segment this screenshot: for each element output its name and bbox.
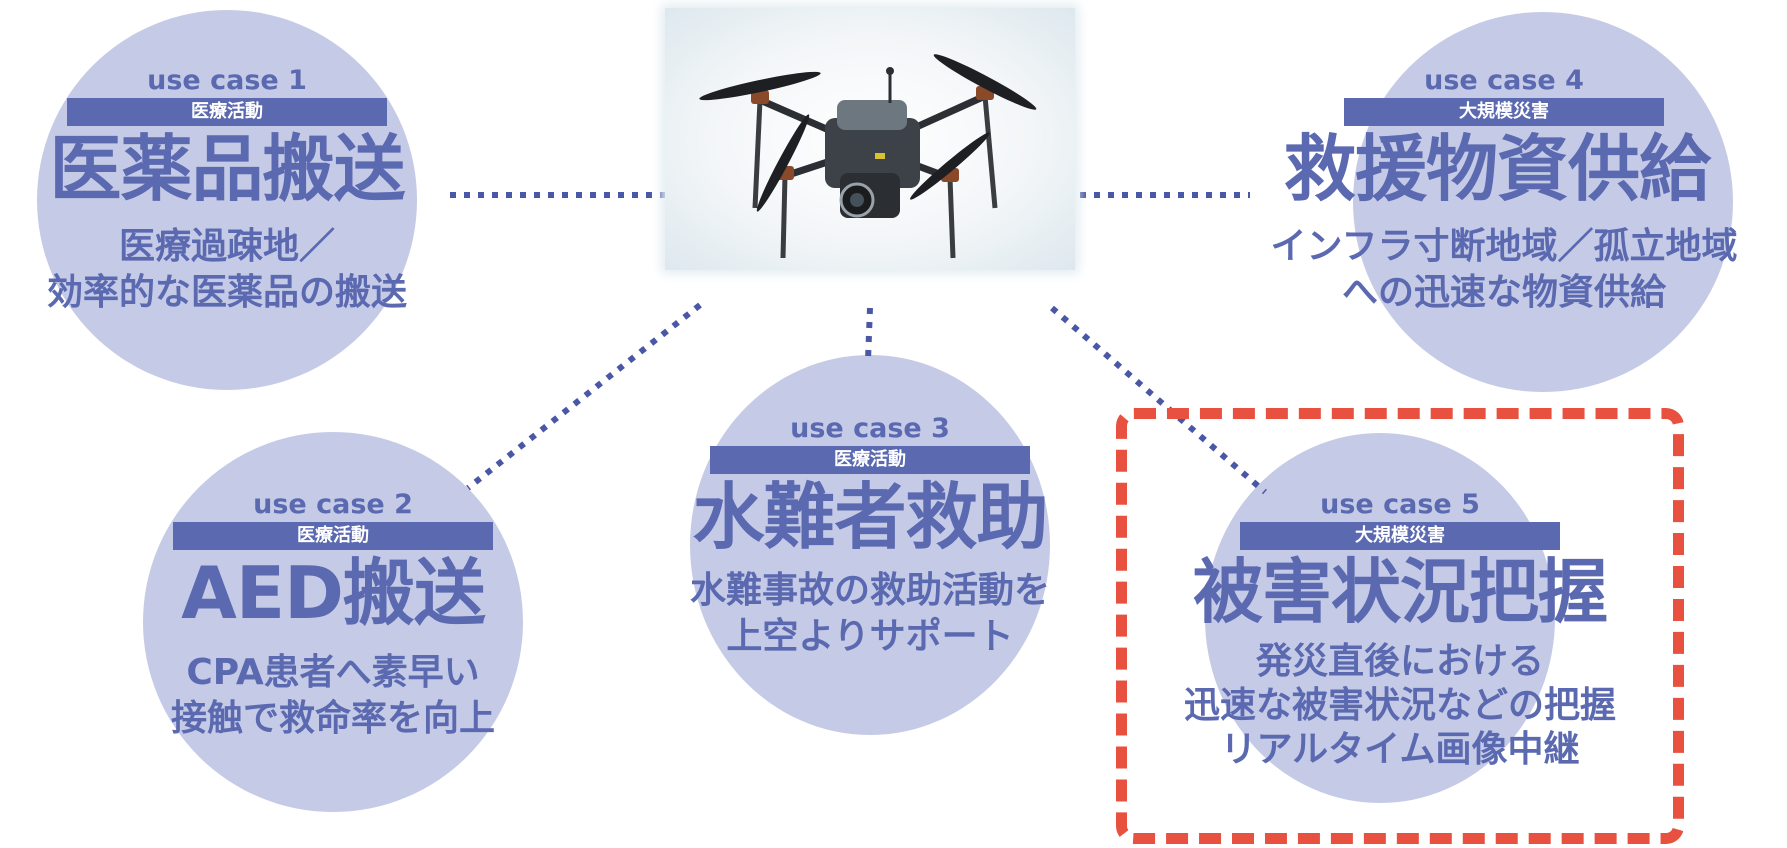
use-case-2: use case 2 医療活動 AED搬送 CPA患者へ素早い 接触で救命率を向… bbox=[113, 490, 553, 742]
category-tag: 大規模災害 bbox=[1344, 98, 1664, 126]
description-line: インフラ寸断地域／孤立地域 bbox=[1270, 226, 1738, 267]
description-line: 上空よりサポート bbox=[726, 616, 1014, 657]
use-case-title: 水難者救助 bbox=[692, 475, 1048, 559]
description-line: 接触で救命率を向上 bbox=[170, 698, 495, 739]
use-case-title: 救援物資供給 bbox=[1283, 127, 1711, 211]
use-case-title: 被害状況把握 bbox=[1193, 551, 1608, 633]
use-case-label: use case 3 bbox=[790, 413, 950, 444]
use-case-label: use case 2 bbox=[253, 489, 413, 520]
description-line: 発災直後における bbox=[1255, 641, 1544, 682]
use-case-5: use case 5 大規模災害 被害状況把握 発災直後における 迅速な被害状況… bbox=[1140, 490, 1660, 772]
category-tag: 大規模災害 bbox=[1240, 522, 1560, 550]
category-tag: 医療活動 bbox=[67, 98, 387, 126]
use-case-description: 発災直後における 迅速な被害状況などの把握 リアルタイム画像中継 bbox=[1140, 640, 1660, 772]
connector-use-case-5 bbox=[1050, 305, 1267, 495]
description-line: 水難事故の救助活動を bbox=[689, 570, 1050, 611]
highlight-frame bbox=[1116, 408, 1684, 844]
use-case-4-circle bbox=[1353, 12, 1733, 392]
use-case-label: use case 4 bbox=[1424, 65, 1584, 96]
drone-icon bbox=[699, 54, 1037, 259]
description-line: リアルタイム画像中継 bbox=[1220, 729, 1580, 770]
connector-use-case-3 bbox=[865, 307, 873, 361]
use-case-label: use case 5 bbox=[1320, 489, 1480, 520]
use-case-label: use case 1 bbox=[147, 65, 307, 96]
description-line: への迅速な物資供給 bbox=[1341, 272, 1666, 313]
description-line: CPA患者へ素早い bbox=[186, 652, 480, 693]
use-case-3-circle bbox=[690, 355, 1050, 735]
drone-photo bbox=[665, 8, 1075, 270]
use-case-2-circle bbox=[143, 432, 523, 812]
use-case-description: インフラ寸断地域／孤立地域 への迅速な物資供給 bbox=[1218, 224, 1787, 316]
use-case-5-circle bbox=[1205, 433, 1555, 803]
use-case-title: AED搬送 bbox=[181, 551, 486, 635]
use-case-description: 医療過疎地／ 効率的な医薬品の搬送 bbox=[7, 224, 447, 316]
use-case-description: CPA患者へ素早い 接触で救命率を向上 bbox=[113, 650, 553, 742]
use-case-description: 水難事故の救助活動を 上空よりサポート bbox=[645, 568, 1095, 660]
use-case-1-circle bbox=[37, 10, 417, 390]
description-line: 医療過疎地／ bbox=[118, 226, 335, 267]
use-case-title: 医薬品搬送 bbox=[49, 127, 405, 211]
category-tag: 医療活動 bbox=[710, 446, 1030, 474]
description-line: 迅速な被害状況などの把握 bbox=[1183, 685, 1616, 726]
use-case-1: use case 1 医療活動 医薬品搬送 医療過疎地／ 効率的な医薬品の搬送 bbox=[7, 66, 447, 316]
use-case-3: use case 3 医療活動 水難者救助 水難事故の救助活動を 上空よりサポー… bbox=[645, 414, 1095, 660]
use-case-4: use case 4 大規模災害 救援物資供給 インフラ寸断地域／孤立地域 への… bbox=[1218, 66, 1787, 316]
description-line: 効率的な医薬品の搬送 bbox=[46, 272, 407, 313]
category-tag: 医療活動 bbox=[173, 522, 493, 550]
